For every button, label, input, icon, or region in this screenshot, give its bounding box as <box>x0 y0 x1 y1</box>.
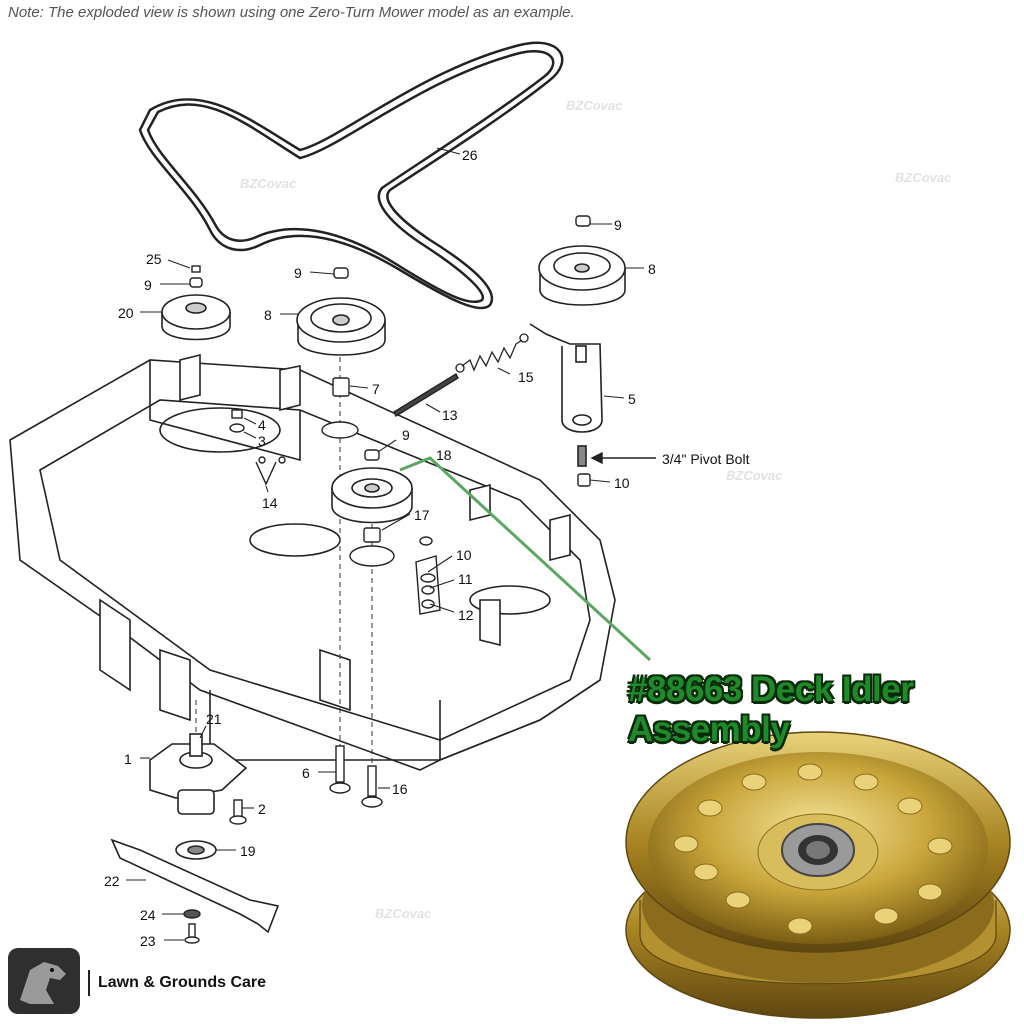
svg-text:BZCovac: BZCovac <box>375 906 432 921</box>
belt-26 <box>138 41 564 310</box>
brand-tagline: Lawn & Grounds Care <box>98 974 267 991</box>
deck-idler-pulley-photo <box>625 731 1011 1019</box>
part-number-labels: 26 9 8 25 9 20 9 8 15 5 7 4 3 13 9 18 14… <box>104 147 750 949</box>
label-3: 3 <box>258 433 266 449</box>
pulley-20 <box>161 294 231 341</box>
label-14: 14 <box>262 495 278 511</box>
callout-title: #88663 Deck Idler Assembly <box>628 670 914 749</box>
pivot-bolt-label: 3/4" Pivot Bolt <box>662 451 750 467</box>
label-16: 16 <box>392 781 408 797</box>
bearing-19 <box>175 840 217 860</box>
label-17: 17 <box>414 507 430 523</box>
label-13: 13 <box>442 407 458 423</box>
screws-23-24 <box>183 909 201 944</box>
label-5: 5 <box>628 391 636 407</box>
label-26: 26 <box>462 147 478 163</box>
svg-text:BZCovac: BZCovac <box>240 176 297 191</box>
label-7: 7 <box>372 381 380 397</box>
label-12: 12 <box>458 607 474 623</box>
svg-text:BZCovac: BZCovac <box>726 468 783 483</box>
rod-13 <box>393 373 459 417</box>
bolt-2 <box>229 799 247 825</box>
label-9-a: 9 <box>614 217 622 233</box>
idler-bracket <box>415 555 441 615</box>
label-10-b: 10 <box>456 547 472 563</box>
spindle-1 <box>149 733 248 815</box>
label-23: 23 <box>140 933 156 949</box>
label-2: 2 <box>258 801 266 817</box>
label-19: 19 <box>240 843 256 859</box>
pulley-18-idler <box>331 467 413 524</box>
callout-leader-line <box>399 456 652 662</box>
pulley-8-left <box>296 297 386 356</box>
idler-arm-5 <box>529 323 603 467</box>
dinosaur-mascot-icon <box>8 948 80 1014</box>
mower-deck <box>9 353 616 771</box>
label-8-a: 8 <box>648 261 656 277</box>
leader-lines <box>126 147 644 941</box>
label-6: 6 <box>302 765 310 781</box>
label-8-b: 8 <box>264 307 272 323</box>
label-9-b: 9 <box>144 277 152 293</box>
label-10-a: 10 <box>614 475 630 491</box>
brand-divider <box>88 970 90 996</box>
svg-text:BZCovac: BZCovac <box>895 170 952 185</box>
label-22: 22 <box>104 873 120 889</box>
small-hardware <box>189 215 591 567</box>
label-9-c: 9 <box>294 265 302 281</box>
clip-14 <box>255 456 286 486</box>
pulley-8-right <box>538 245 626 306</box>
label-24: 24 <box>140 907 156 923</box>
label-18: 18 <box>436 447 452 463</box>
svg-text:BZCovac: BZCovac <box>566 98 623 113</box>
label-20: 20 <box>118 305 134 321</box>
label-4: 4 <box>258 417 266 433</box>
note-text: Note: The exploded view is shown using o… <box>8 4 575 21</box>
blade-22 <box>110 838 280 934</box>
label-9-d: 9 <box>402 427 410 443</box>
label-25: 25 <box>146 251 162 267</box>
spring-15 <box>455 333 529 373</box>
pivot-bolt-arrow <box>590 451 656 465</box>
bolts-6-16 <box>329 745 383 808</box>
label-1: 1 <box>124 751 132 767</box>
label-15: 15 <box>518 369 534 385</box>
label-21: 21 <box>206 711 222 727</box>
label-11: 11 <box>458 571 473 587</box>
